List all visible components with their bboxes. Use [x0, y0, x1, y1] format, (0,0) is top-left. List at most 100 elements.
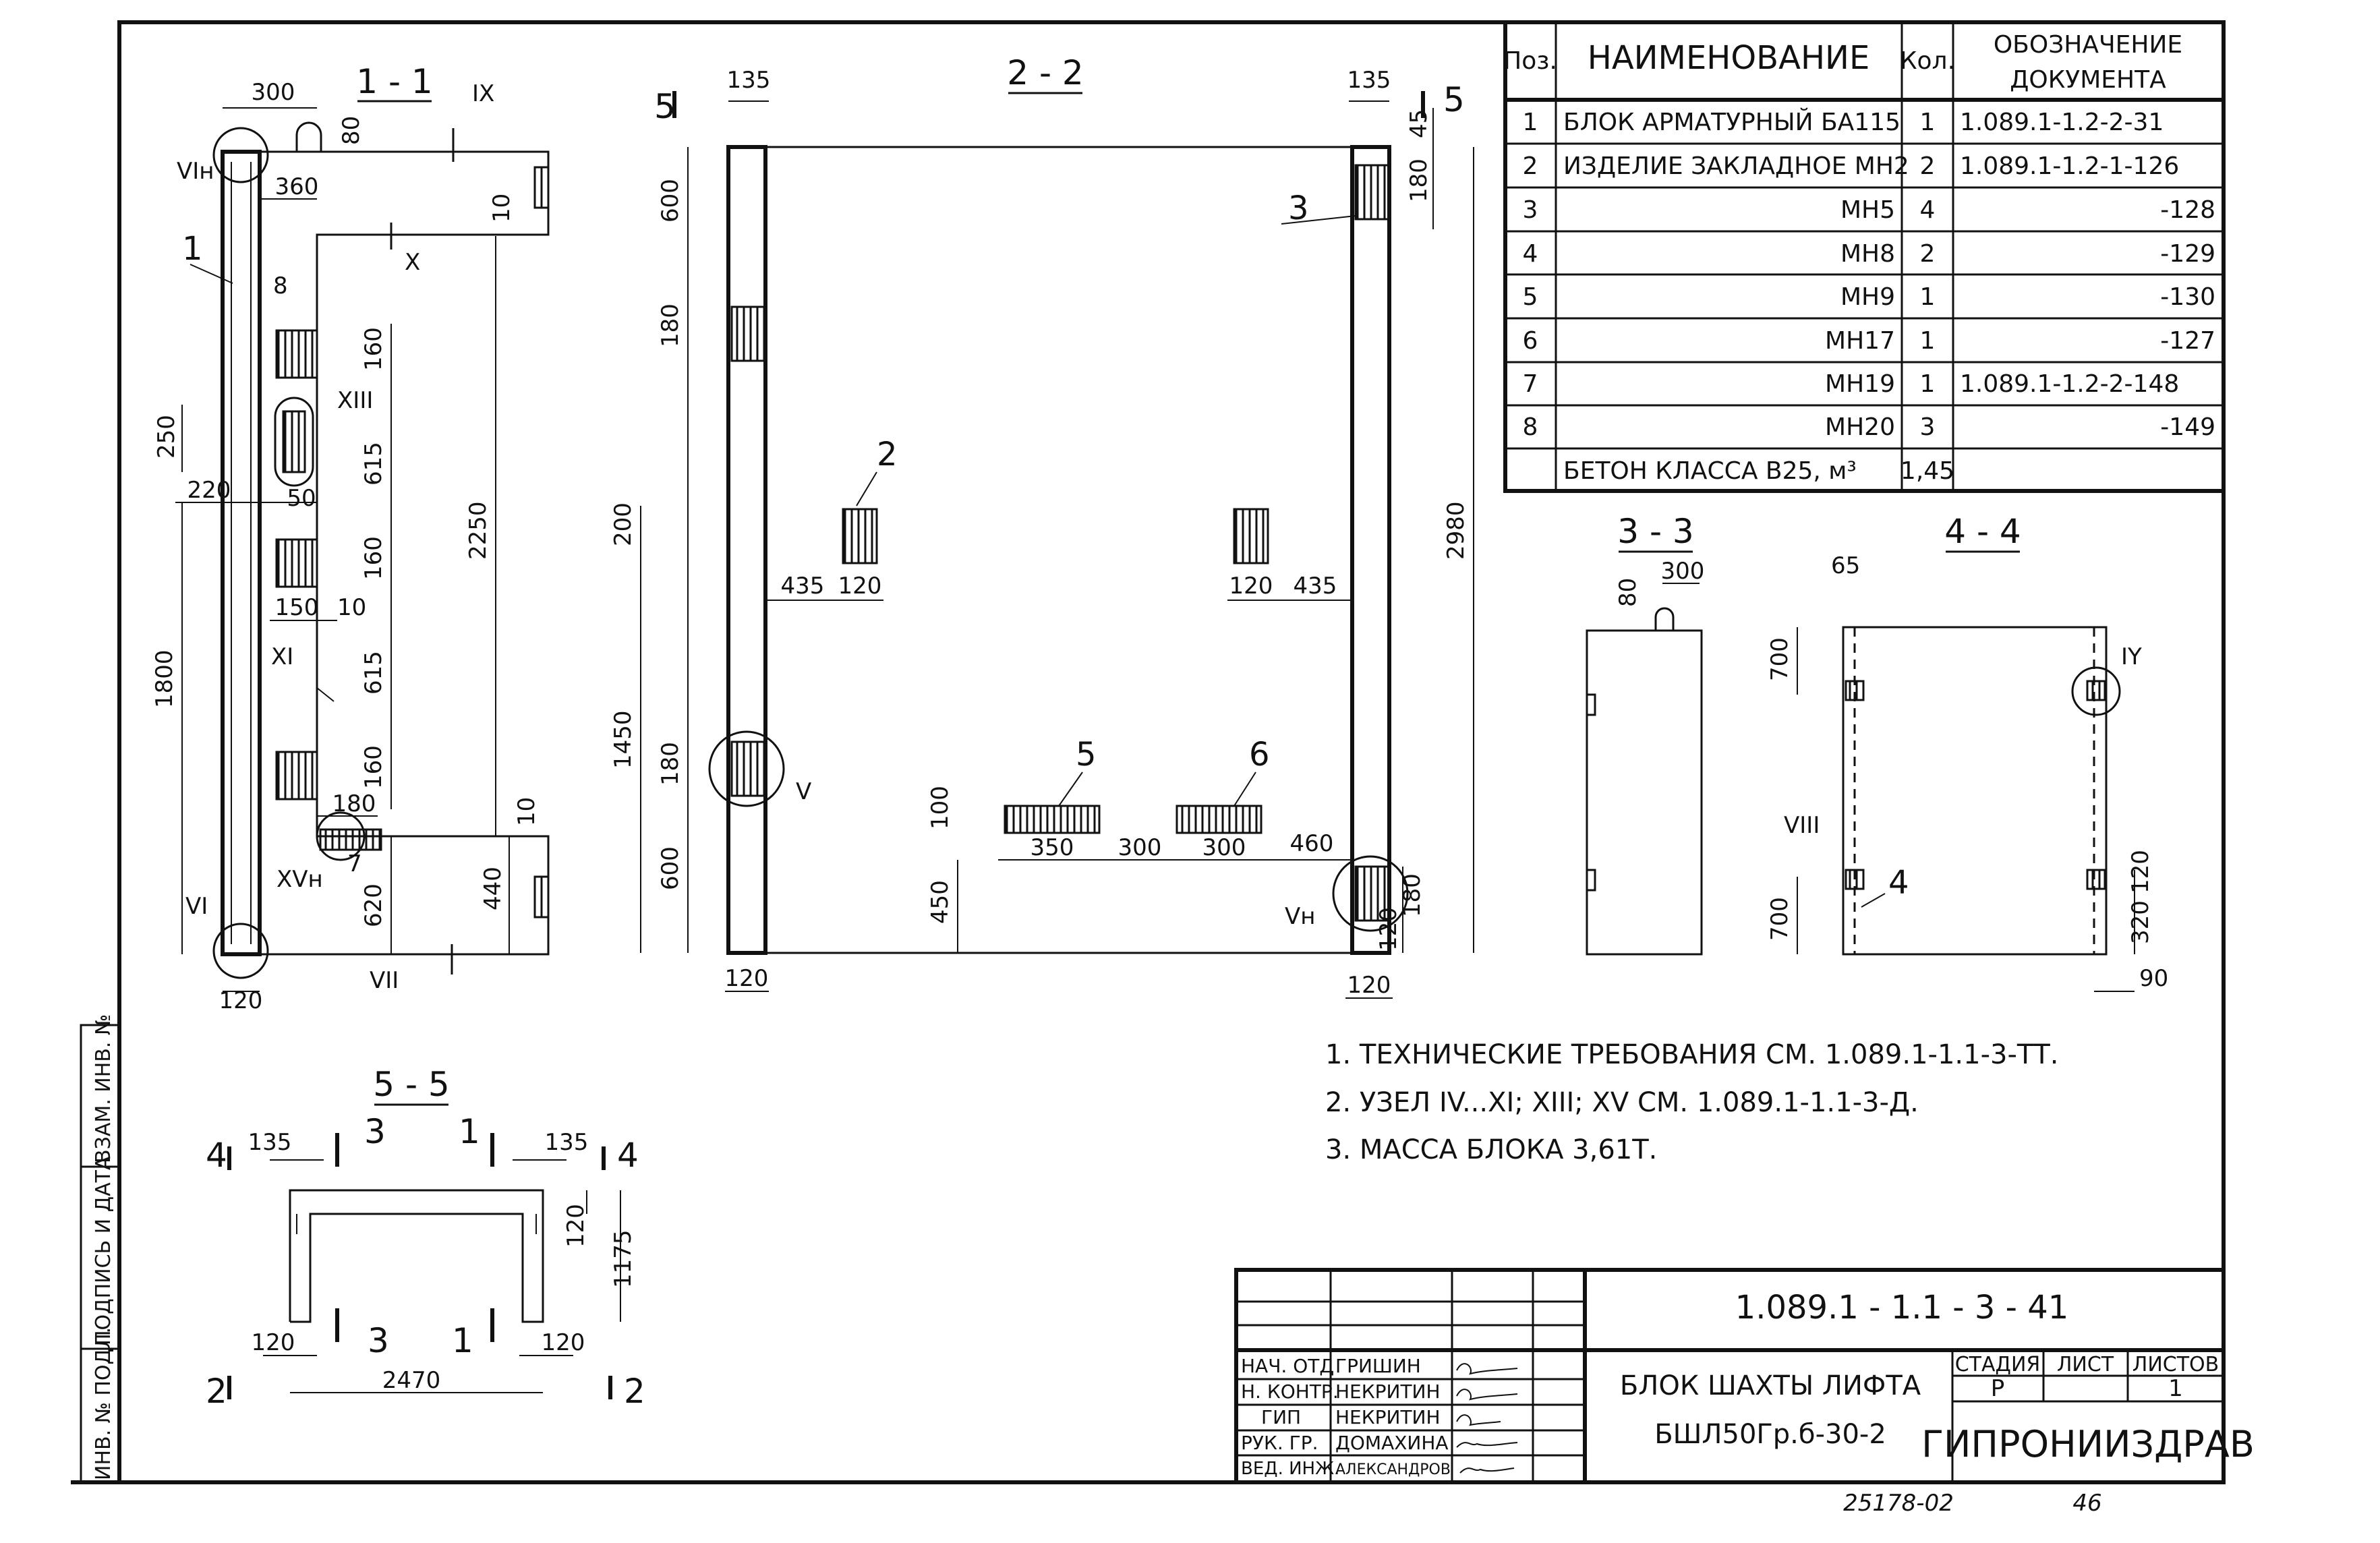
sheets-label: ЛИСТОВ	[2132, 1353, 2219, 1376]
dim-65: 65	[1831, 552, 1860, 579]
dim-450: 450	[927, 880, 954, 924]
dim-100: 100	[927, 786, 954, 829]
section-2-2: 2 - 2 5 5 135 135 600 180 200 1450	[610, 53, 1474, 999]
cut-4a: 4	[206, 1136, 227, 1175]
spec-header-qty: Кол.	[1900, 47, 1955, 75]
dim-10b: 10	[337, 594, 366, 621]
dim-160c: 160	[360, 745, 387, 789]
spec-name: БЛОК АРМАТУРНЫЙ БА115	[1563, 108, 1900, 136]
dim-120e: 120	[725, 965, 769, 992]
section-4-4: 4 - 4 65 700 700 120 320 90 IY VIII 4	[1766, 512, 2168, 992]
spec-qty: 1	[1920, 283, 1936, 311]
dim-135b: 135	[545, 1129, 589, 1156]
drawing-mark: БШЛ50Гр.б-30-2	[1654, 1419, 1886, 1450]
mark-VII: VII	[370, 967, 399, 994]
dim-120a: 120	[838, 573, 882, 600]
mark-pos-5: 5	[1076, 736, 1097, 774]
dim-120a: 120	[562, 1204, 589, 1248]
mark-IX: IX	[472, 80, 494, 107]
person-role: ГИП	[1261, 1406, 1301, 1428]
dim-80: 80	[1615, 578, 1642, 607]
dim-600a: 600	[657, 179, 684, 223]
dim-120: 120	[219, 987, 263, 1014]
spec-doc: 1.089.1-1.2-2-148	[1960, 370, 2179, 398]
dim-180b: 180	[657, 742, 684, 786]
section-5-5: 5 - 5 4 4 3 1 3 1 2 2 135 135 120 1175 1…	[206, 1065, 645, 1411]
spec-row: 6 МН17 1 -127	[1523, 327, 2215, 355]
spec-header-doc-2: ДОКУМЕНТА	[2010, 66, 2166, 94]
mark-pos-4: 4	[1888, 864, 1909, 902]
notes: 1. ТЕХНИЧЕСКИЕ ТРЕБОВАНИЯ СМ. 1.089.1-1.…	[1325, 1039, 2058, 1165]
dim-180d: 180	[1399, 873, 1426, 917]
dim-1175: 1175	[610, 1229, 637, 1288]
spec-pos: 5	[1523, 283, 1538, 311]
spec-header-doc-1: ОБОЗНАЧЕНИЕ	[1994, 31, 2182, 59]
cut-1a: 1	[459, 1112, 480, 1151]
dim-440: 440	[480, 867, 506, 910]
dim-120b: 120	[252, 1329, 295, 1356]
dim-435a: 435	[781, 573, 825, 600]
note-2: 2. УЗЕЛ IV...XI; XIII; XV СМ. 1.089.1-1.…	[1325, 1087, 1919, 1118]
spec-concrete-name: БЕТОН КЛАССА В25, м³	[1563, 457, 1857, 485]
spec-header-name: НАИМЕНОВАНИЕ	[1588, 39, 1870, 77]
section-title: 3 - 3	[1617, 512, 1693, 551]
dim-700a: 700	[1766, 637, 1793, 681]
mark-VI: VI	[185, 893, 208, 920]
dim-135b: 135	[1347, 67, 1391, 94]
spec-doc: 1.089.1-1.2-2-31	[1960, 109, 2164, 136]
spec-doc: -127	[2160, 327, 2215, 355]
dim-160b: 160	[360, 536, 387, 580]
mark-pos-8: 8	[273, 272, 288, 299]
dim-220: 220	[187, 477, 231, 504]
dim-1800: 1800	[151, 649, 178, 708]
mark-V: V	[796, 778, 811, 805]
section-1-1: 1 - 1 300 80 360 10	[151, 62, 550, 1014]
dim-80: 80	[338, 116, 365, 145]
person-role: НАЧ. ОТД	[1241, 1355, 1334, 1377]
mark-XI: XI	[271, 643, 293, 670]
dim-120: 120	[2127, 850, 2154, 894]
spec-name: МН19	[1825, 370, 1895, 398]
person-name: АЛЕКСАНДРОВ	[1335, 1461, 1451, 1478]
sheet-label: ЛИСТ	[2057, 1353, 2114, 1376]
spec-doc: -130	[2160, 283, 2215, 311]
spec-row: 7 МН19 1 1.089.1-1.2-2-148	[1523, 370, 2180, 398]
mark-pos-2: 2	[877, 436, 898, 473]
spec-concrete-qty: 1,45	[1900, 457, 1954, 485]
spec-name: МН9	[1840, 283, 1895, 311]
section-title: 1 - 1	[356, 62, 432, 101]
spec-qty: 2	[1920, 240, 1936, 268]
org-name: ГИПРОНИИЗДРАВ	[1921, 1423, 2255, 1465]
spec-row: 8 МН20 3 -149	[1523, 413, 2215, 441]
spec-row-concrete: БЕТОН КЛАССА В25, м³ 1,45	[1563, 457, 1954, 485]
dim-200: 200	[610, 502, 637, 546]
spec-row: 1 БЛОК АРМАТУРНЫЙ БА115 1 1.089.1-1.2-2-…	[1523, 108, 2164, 136]
cut-3a: 3	[364, 1112, 386, 1151]
dim-135a: 135	[248, 1129, 292, 1156]
dim-10c: 10	[513, 797, 540, 826]
dim-300b: 300	[1202, 834, 1246, 861]
sheet-frame	[71, 20, 2226, 1484]
dim-360: 360	[275, 173, 319, 200]
side-stamp-inv: ИНВ. № ПОДЛ.	[92, 1327, 115, 1480]
title-block: 1.089.1 - 1.1 - 3 - 41 БЛОК ШАХТЫ ЛИФТА …	[1234, 1268, 2255, 1484]
side-stamp: ИНВ. № ПОДЛ. ПОДПИСЬ И ДАТА ВЗАМ. ИНВ. №	[80, 1014, 121, 1484]
spec-qty: 3	[1920, 413, 1936, 441]
spec-pos: 8	[1523, 413, 1538, 441]
person-role: Н. КОНТР.	[1241, 1380, 1339, 1403]
dim-250: 250	[153, 415, 180, 459]
note-1: 1. ТЕХНИЧЕСКИЕ ТРЕБОВАНИЯ СМ. 1.089.1-1.…	[1325, 1039, 2058, 1070]
dim-435b: 435	[1294, 573, 1337, 600]
spec-table: Поз. НАИМЕНОВАНИЕ Кол. ОБОЗНАЧЕНИЕ ДОКУМ…	[1503, 20, 2226, 493]
dim-600b: 600	[657, 846, 684, 890]
mark-XVn: XVн	[277, 866, 323, 893]
mark-Vn: Vн	[1285, 903, 1316, 930]
drawing-title: БЛОК ШАХТЫ ЛИФТА	[1620, 1370, 1921, 1401]
spec-pos: 6	[1523, 327, 1538, 355]
mark-pos-7: 7	[347, 850, 362, 877]
spec-qty: 1	[1920, 327, 1936, 355]
dim-180a: 180	[657, 303, 684, 347]
cut-5b: 5	[1443, 80, 1465, 119]
person-name: ГРИШИН	[1335, 1355, 1421, 1377]
